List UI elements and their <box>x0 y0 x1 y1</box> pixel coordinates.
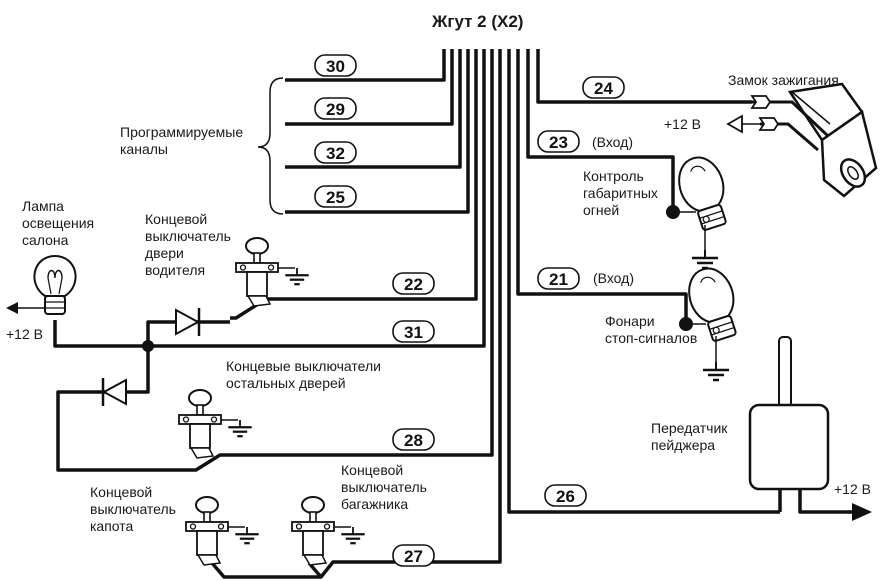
brake-junction <box>679 317 693 331</box>
svg-text:23: 23 <box>549 133 568 152</box>
parking-lights-label: Контроль габаритных огней <box>583 168 658 218</box>
other-doors-switch-label: Концевые выключатели остальных дверей <box>226 358 381 391</box>
wire-25 <box>285 49 470 214</box>
brake-lights-label: Фонари стоп-сигналов <box>605 313 698 346</box>
wire-31 <box>53 49 486 348</box>
svg-text:32: 32 <box>326 144 345 163</box>
wire-28 <box>56 49 494 472</box>
hood-switch-icon <box>185 496 260 566</box>
diode-driver-door <box>175 308 201 336</box>
brake-ground-icon <box>701 360 731 382</box>
plus12-pager-label: +12 В <box>834 481 871 497</box>
interior-lamp-icon <box>33 254 77 315</box>
wire-31-diode <box>146 320 230 346</box>
pager-transmitter-icon <box>748 336 830 491</box>
wire-32 <box>285 49 462 169</box>
programmable-brace <box>257 77 284 215</box>
programmable-channels-label: Программируемые каналы <box>120 124 244 157</box>
pin-22: 22 <box>392 272 435 295</box>
pager-label: Передатчик пейджера <box>651 420 728 453</box>
pin-30: 30 <box>314 54 357 77</box>
plus12-ignition-arrow <box>726 114 743 134</box>
pin-23: 23 <box>537 130 580 153</box>
svg-text:27: 27 <box>404 547 423 566</box>
pin-28: 28 <box>392 428 435 451</box>
pin-24: 24 <box>582 76 625 99</box>
ignition-connector-icon <box>750 95 780 131</box>
svg-text:30: 30 <box>326 57 345 76</box>
svg-text:29: 29 <box>326 100 345 119</box>
plus12-pager-arrow <box>852 503 872 521</box>
plus12-ignition-label: +12 В <box>664 116 701 132</box>
ignition-lock-label: Замок зажигания <box>728 72 839 88</box>
svg-text:21: 21 <box>549 270 568 289</box>
svg-text:28: 28 <box>404 431 423 450</box>
wire-29 <box>285 49 454 126</box>
wire-23 <box>526 49 675 210</box>
svg-text:25: 25 <box>326 188 345 207</box>
svg-text:31: 31 <box>404 323 423 342</box>
wire-26 <box>507 49 780 514</box>
input-23-label: (Вход) <box>592 134 633 150</box>
wire-24 <box>536 49 752 104</box>
parking-ground-icon <box>690 248 720 270</box>
pin-26: 26 <box>544 484 587 507</box>
plus12-lamp-label: +12 В <box>6 326 43 342</box>
svg-text:22: 22 <box>404 275 423 294</box>
wire-21 <box>516 49 688 322</box>
interior-lamp-label: Лампа освещения салона <box>22 198 95 248</box>
input-21-label: (Вход) <box>593 270 634 286</box>
harness-title: Жгут 2 (X2) <box>432 12 524 31</box>
pin-25: 25 <box>314 185 357 208</box>
pin-32: 32 <box>314 141 357 164</box>
svg-text:26: 26 <box>556 487 575 506</box>
driver-door-switch-icon <box>235 237 310 307</box>
driver-door-switch-label: Концевой выключатель двери водителя <box>145 211 231 278</box>
wire-27 <box>210 49 502 579</box>
pin-21: 21 <box>537 267 580 290</box>
parking-junction <box>666 205 680 219</box>
parking-light-bulb-icon <box>671 150 737 235</box>
trunk-switch-label: Концевой выключатель багажника <box>341 462 427 512</box>
ignition-lock-icon <box>752 82 878 198</box>
pin-27: 27 <box>392 544 435 567</box>
junction-dot <box>142 340 154 352</box>
svg-text:24: 24 <box>594 79 613 98</box>
plus12-lamp-arrow <box>6 302 18 314</box>
wire-30 <box>285 49 446 82</box>
pin-29: 29 <box>314 97 357 120</box>
diode-other-doors <box>101 378 127 406</box>
pager-output <box>798 487 858 514</box>
hood-switch-label: Концевой выключатель капота <box>90 484 176 534</box>
other-doors-switch-icon <box>178 389 253 459</box>
pin-31: 31 <box>392 320 435 343</box>
